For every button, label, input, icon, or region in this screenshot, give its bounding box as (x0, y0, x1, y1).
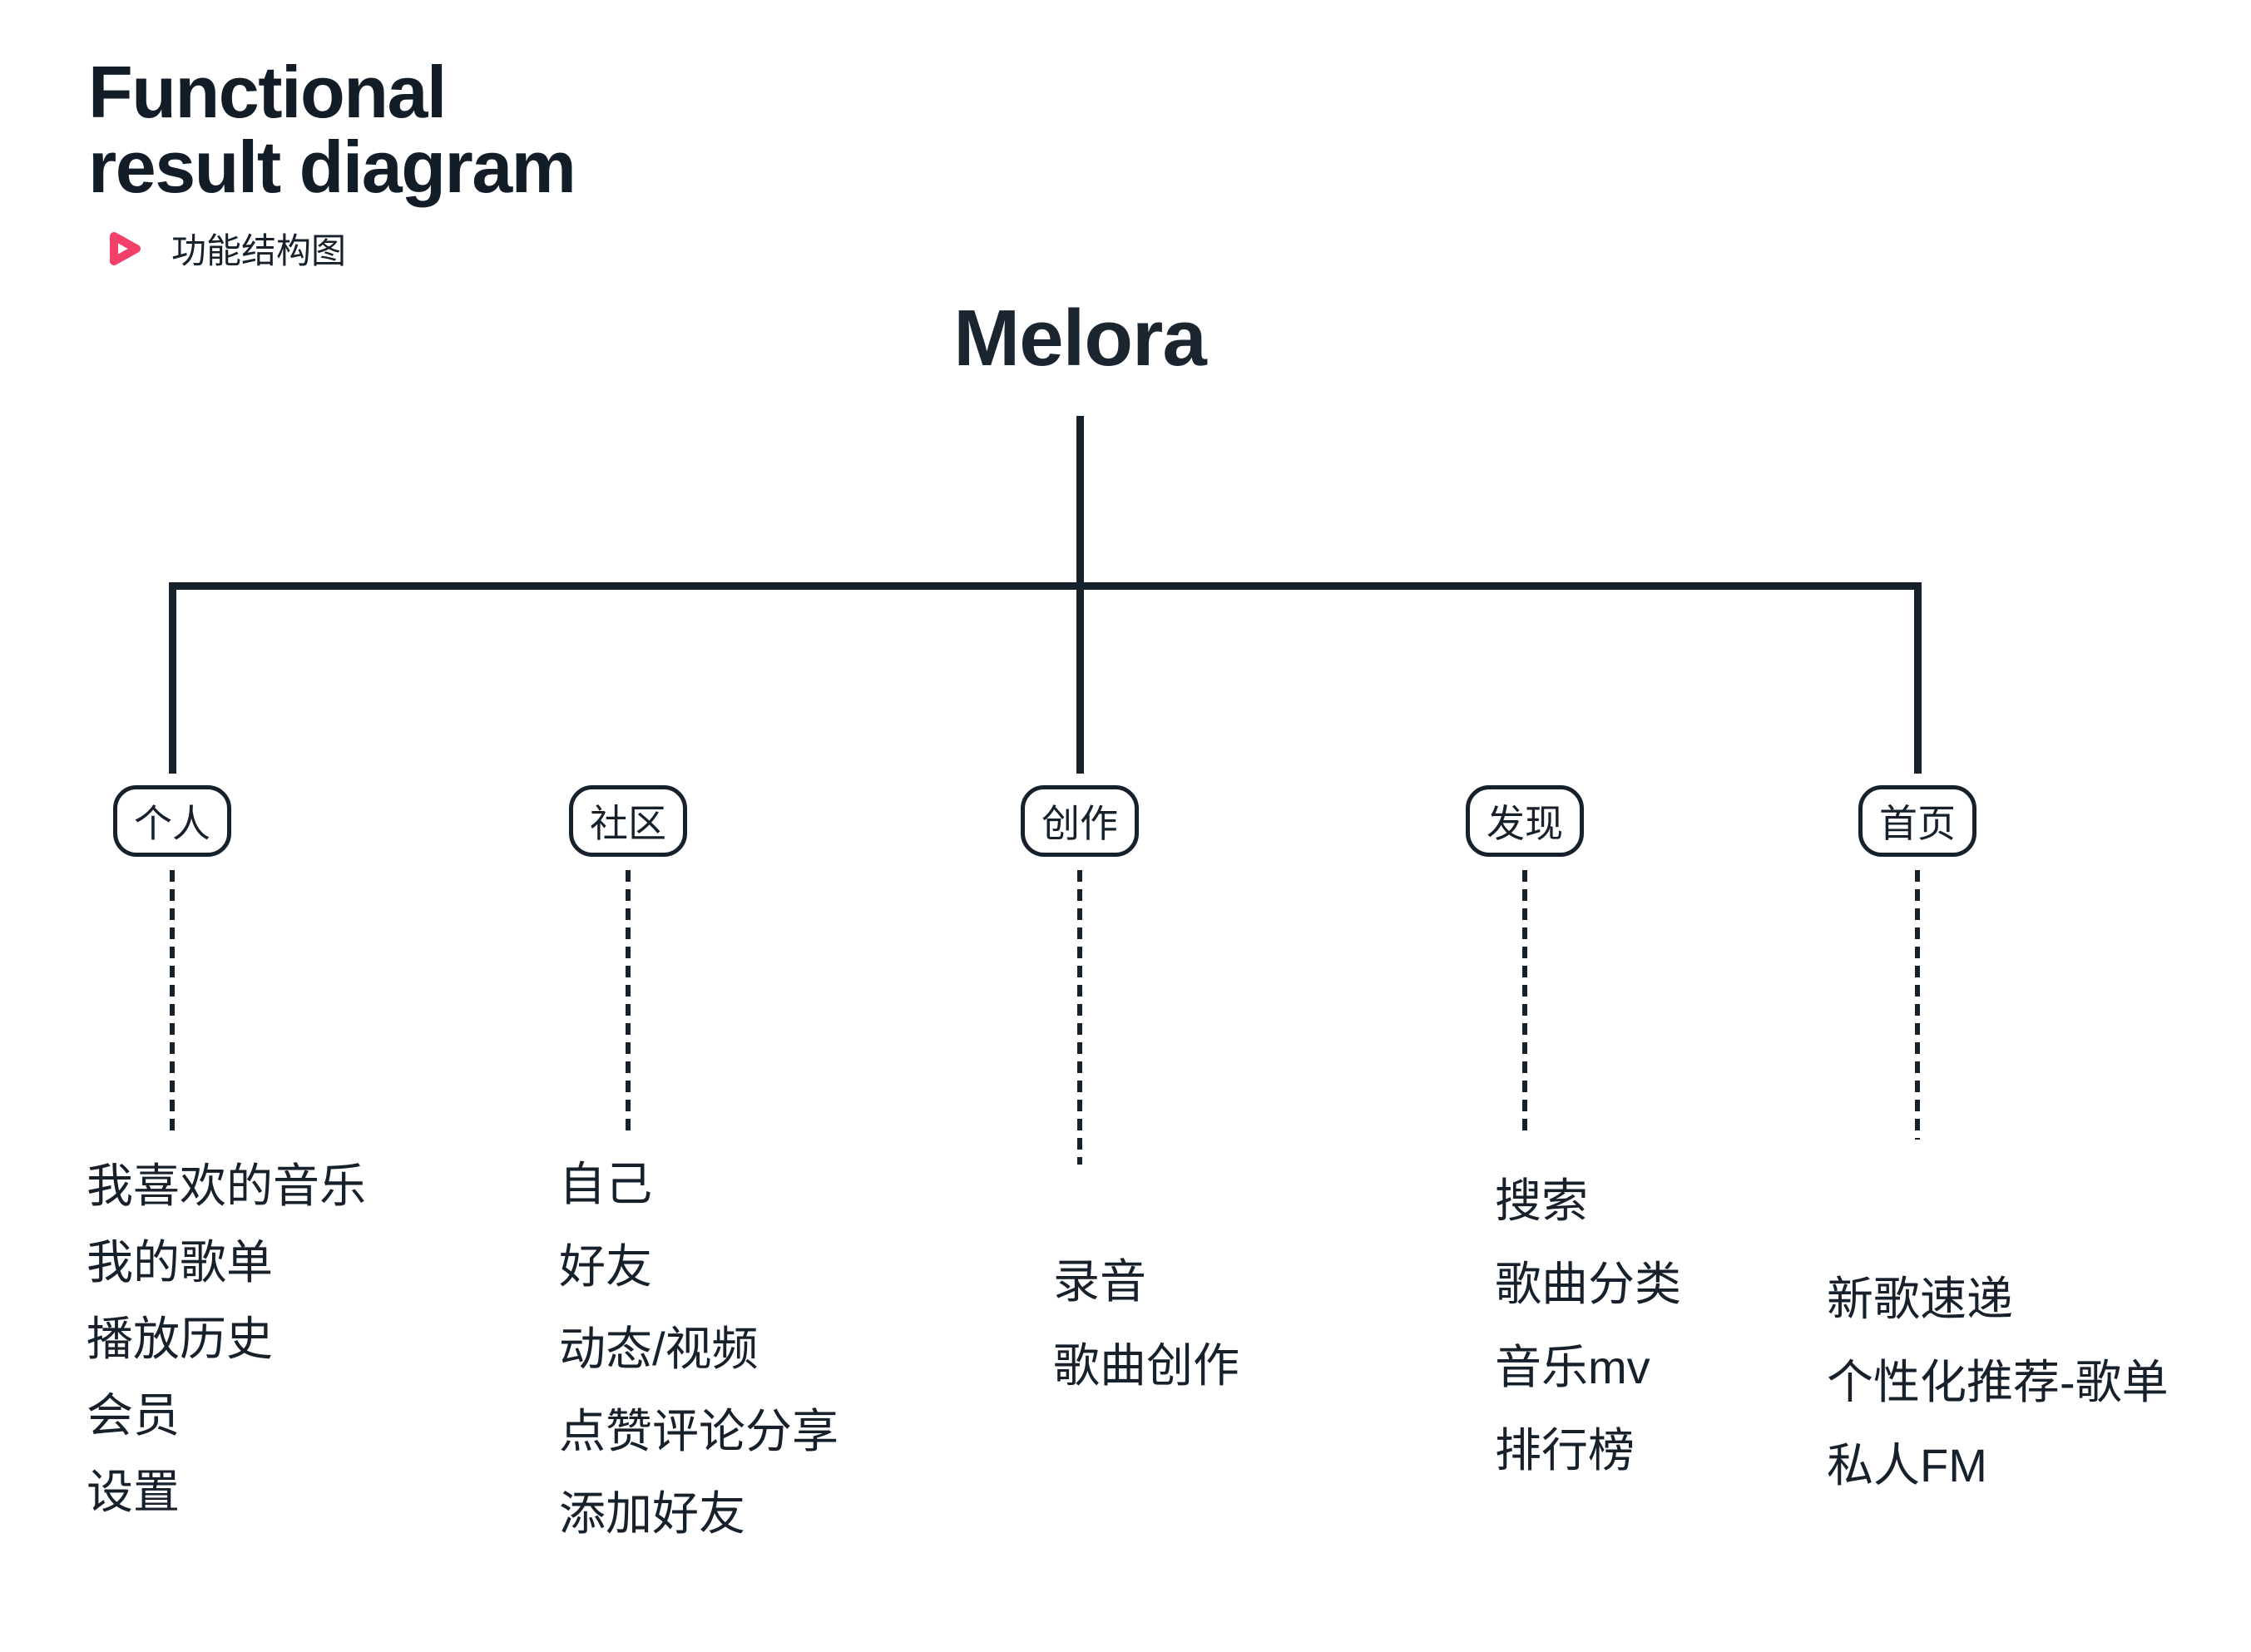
play-icon (101, 227, 146, 270)
connector-horizontal-bar (169, 582, 1922, 590)
dashed-connector-discover (1522, 870, 1527, 1135)
connector-trunk (1076, 416, 1084, 586)
list-item: 私人FM (1827, 1439, 1987, 1491)
item-list-create: 录音 歌曲创作 (1053, 1239, 1239, 1407)
dashed-connector-personal (170, 870, 175, 1138)
list-item: 音乐mv (1495, 1341, 1650, 1393)
root-node-label: Melora (953, 294, 1206, 383)
list-item: 新歌速递 (1827, 1273, 2013, 1325)
list-item: 个性化推荐-歌单 (1827, 1356, 2169, 1408)
item-list-community: 自己 好友 动态/视频 点赞评论分享 添加好友 (559, 1143, 839, 1555)
list-item: 添加好友 (559, 1487, 745, 1540)
subtitle-row: 功能结构图 (101, 223, 346, 274)
list-item: 设置 (87, 1466, 180, 1518)
branch-node-community: 社区 (569, 785, 687, 857)
subtitle-label: 功能结构图 (171, 231, 347, 270)
page-title-line-2: result diagram (88, 126, 576, 208)
page-title-line-1: Functional (88, 51, 447, 133)
list-item: 我的歌单 (87, 1236, 273, 1288)
branch-node-home: 首页 (1858, 785, 1976, 857)
list-item: 搜索 (1495, 1175, 1588, 1227)
item-list-personal: 我喜欢的音乐 我的歌单 播放历史 会员 设置 (87, 1148, 366, 1531)
list-item: 录音 (1053, 1255, 1146, 1308)
dashed-connector-create (1077, 870, 1082, 1165)
list-item: 动态/视频 (559, 1323, 759, 1375)
dashed-connector-home (1915, 870, 1920, 1140)
list-item: 播放历史 (87, 1313, 273, 1365)
branch-node-discover: 发现 (1466, 785, 1584, 857)
list-item: 排行榜 (1495, 1424, 1635, 1476)
list-item: 歌曲分类 (1495, 1258, 1681, 1310)
connector-drop-left (169, 586, 176, 774)
branch-node-personal: 个人 (113, 785, 231, 857)
list-item: 歌曲创作 (1053, 1339, 1239, 1392)
page-title: Functional result diagram (88, 51, 576, 208)
connector-drop-center (1076, 586, 1084, 774)
item-list-discover: 搜索 歌曲分类 音乐mv 排行榜 (1495, 1160, 1681, 1492)
dashed-connector-community (626, 870, 631, 1138)
branch-node-create: 创作 (1021, 785, 1139, 857)
list-item: 好友 (559, 1240, 652, 1293)
list-item: 自己 (559, 1158, 652, 1210)
connector-drop-right (1914, 586, 1922, 774)
list-item: 点赞评论分享 (559, 1405, 839, 1457)
list-item: 我喜欢的音乐 (87, 1160, 366, 1212)
list-item: 会员 (87, 1389, 180, 1442)
item-list-home: 新歌速递 个性化推荐-歌单 私人FM (1827, 1258, 2169, 1507)
